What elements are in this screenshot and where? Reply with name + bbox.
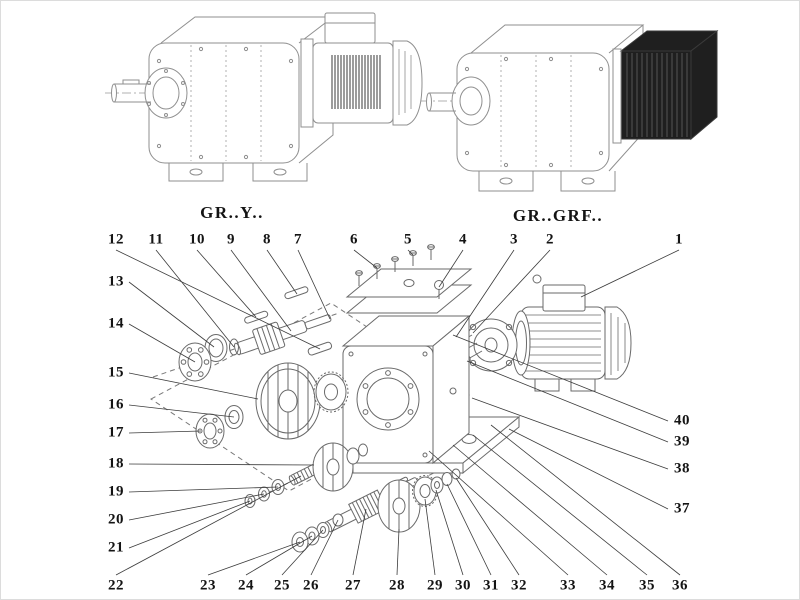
leader-line-38	[471, 397, 669, 470]
leader-line-18	[128, 463, 315, 466]
leader-line-4	[438, 249, 464, 288]
leader-line-7	[297, 249, 331, 320]
leader-line-5	[407, 249, 414, 256]
assembled-gearmotor-gr-y	[105, 12, 423, 182]
leader-line-6	[353, 249, 378, 269]
exploded-assembly-drawing	[150, 244, 632, 553]
leader-line-23	[207, 541, 301, 576]
terminal-box	[542, 284, 586, 312]
helical-gear	[313, 371, 349, 413]
cover-bolts	[355, 244, 444, 299]
output-ribbed-gear	[377, 479, 421, 533]
sight-glass	[403, 279, 415, 287]
drain-plug	[449, 387, 457, 395]
output-gear-rings	[412, 468, 461, 507]
leader-line-3	[455, 249, 515, 338]
leader-line-10	[196, 249, 257, 318]
leader-line-12	[115, 249, 321, 350]
assembled-gearmotor-gr-grf	[421, 24, 719, 192]
motor-flange	[464, 318, 518, 372]
leader-line-17	[128, 430, 202, 434]
leader-line-34	[452, 444, 608, 576]
gear-housing	[341, 314, 471, 465]
leader-line-22	[115, 475, 302, 576]
intermediate-ribbed-gear	[312, 442, 354, 492]
leader-line-39	[466, 360, 669, 443]
leader-line-37	[508, 428, 669, 510]
motor-exploded	[503, 274, 632, 392]
leader-line-29	[424, 498, 436, 576]
leader-line-1	[580, 249, 680, 298]
leader-line-2	[472, 249, 551, 334]
leader-line-19	[128, 486, 279, 493]
leader-line-36	[490, 424, 681, 576]
leader-line-26	[310, 519, 339, 576]
leader-line-13	[128, 281, 215, 348]
leader-line-40	[452, 334, 669, 422]
leader-lines	[115, 249, 681, 576]
leader-line-25	[281, 529, 324, 576]
leader-line-21	[128, 500, 251, 549]
retaining-ring	[229, 338, 239, 356]
leader-line-11	[155, 249, 235, 348]
leader-line-31	[446, 483, 492, 576]
leader-line-27	[352, 508, 367, 576]
top-cover	[345, 268, 473, 314]
leader-line-32	[455, 477, 520, 576]
leader-line-28	[396, 528, 400, 576]
leader-line-20	[128, 493, 265, 521]
leader-line-8	[266, 249, 298, 295]
leader-line-16	[128, 404, 235, 418]
leader-line-15	[128, 372, 259, 400]
output-shaft-washers	[291, 513, 344, 553]
leader-line-14	[128, 323, 196, 363]
eye-bolt	[434, 280, 444, 299]
leader-line-9	[230, 249, 292, 332]
ribbed-gear-wheel	[255, 362, 321, 440]
intermediate-rings	[346, 443, 368, 465]
leader-line-24	[245, 535, 313, 576]
lifting-eye	[532, 274, 542, 284]
variant-label-gr-y: GR..Y..	[200, 203, 264, 222]
pinion-washers	[244, 479, 285, 508]
leader-line-35	[472, 434, 648, 576]
leader-line-33	[428, 450, 569, 576]
variant-label-gr-grf: GR..GRF..	[512, 206, 604, 225]
leader-line-30	[435, 489, 464, 576]
